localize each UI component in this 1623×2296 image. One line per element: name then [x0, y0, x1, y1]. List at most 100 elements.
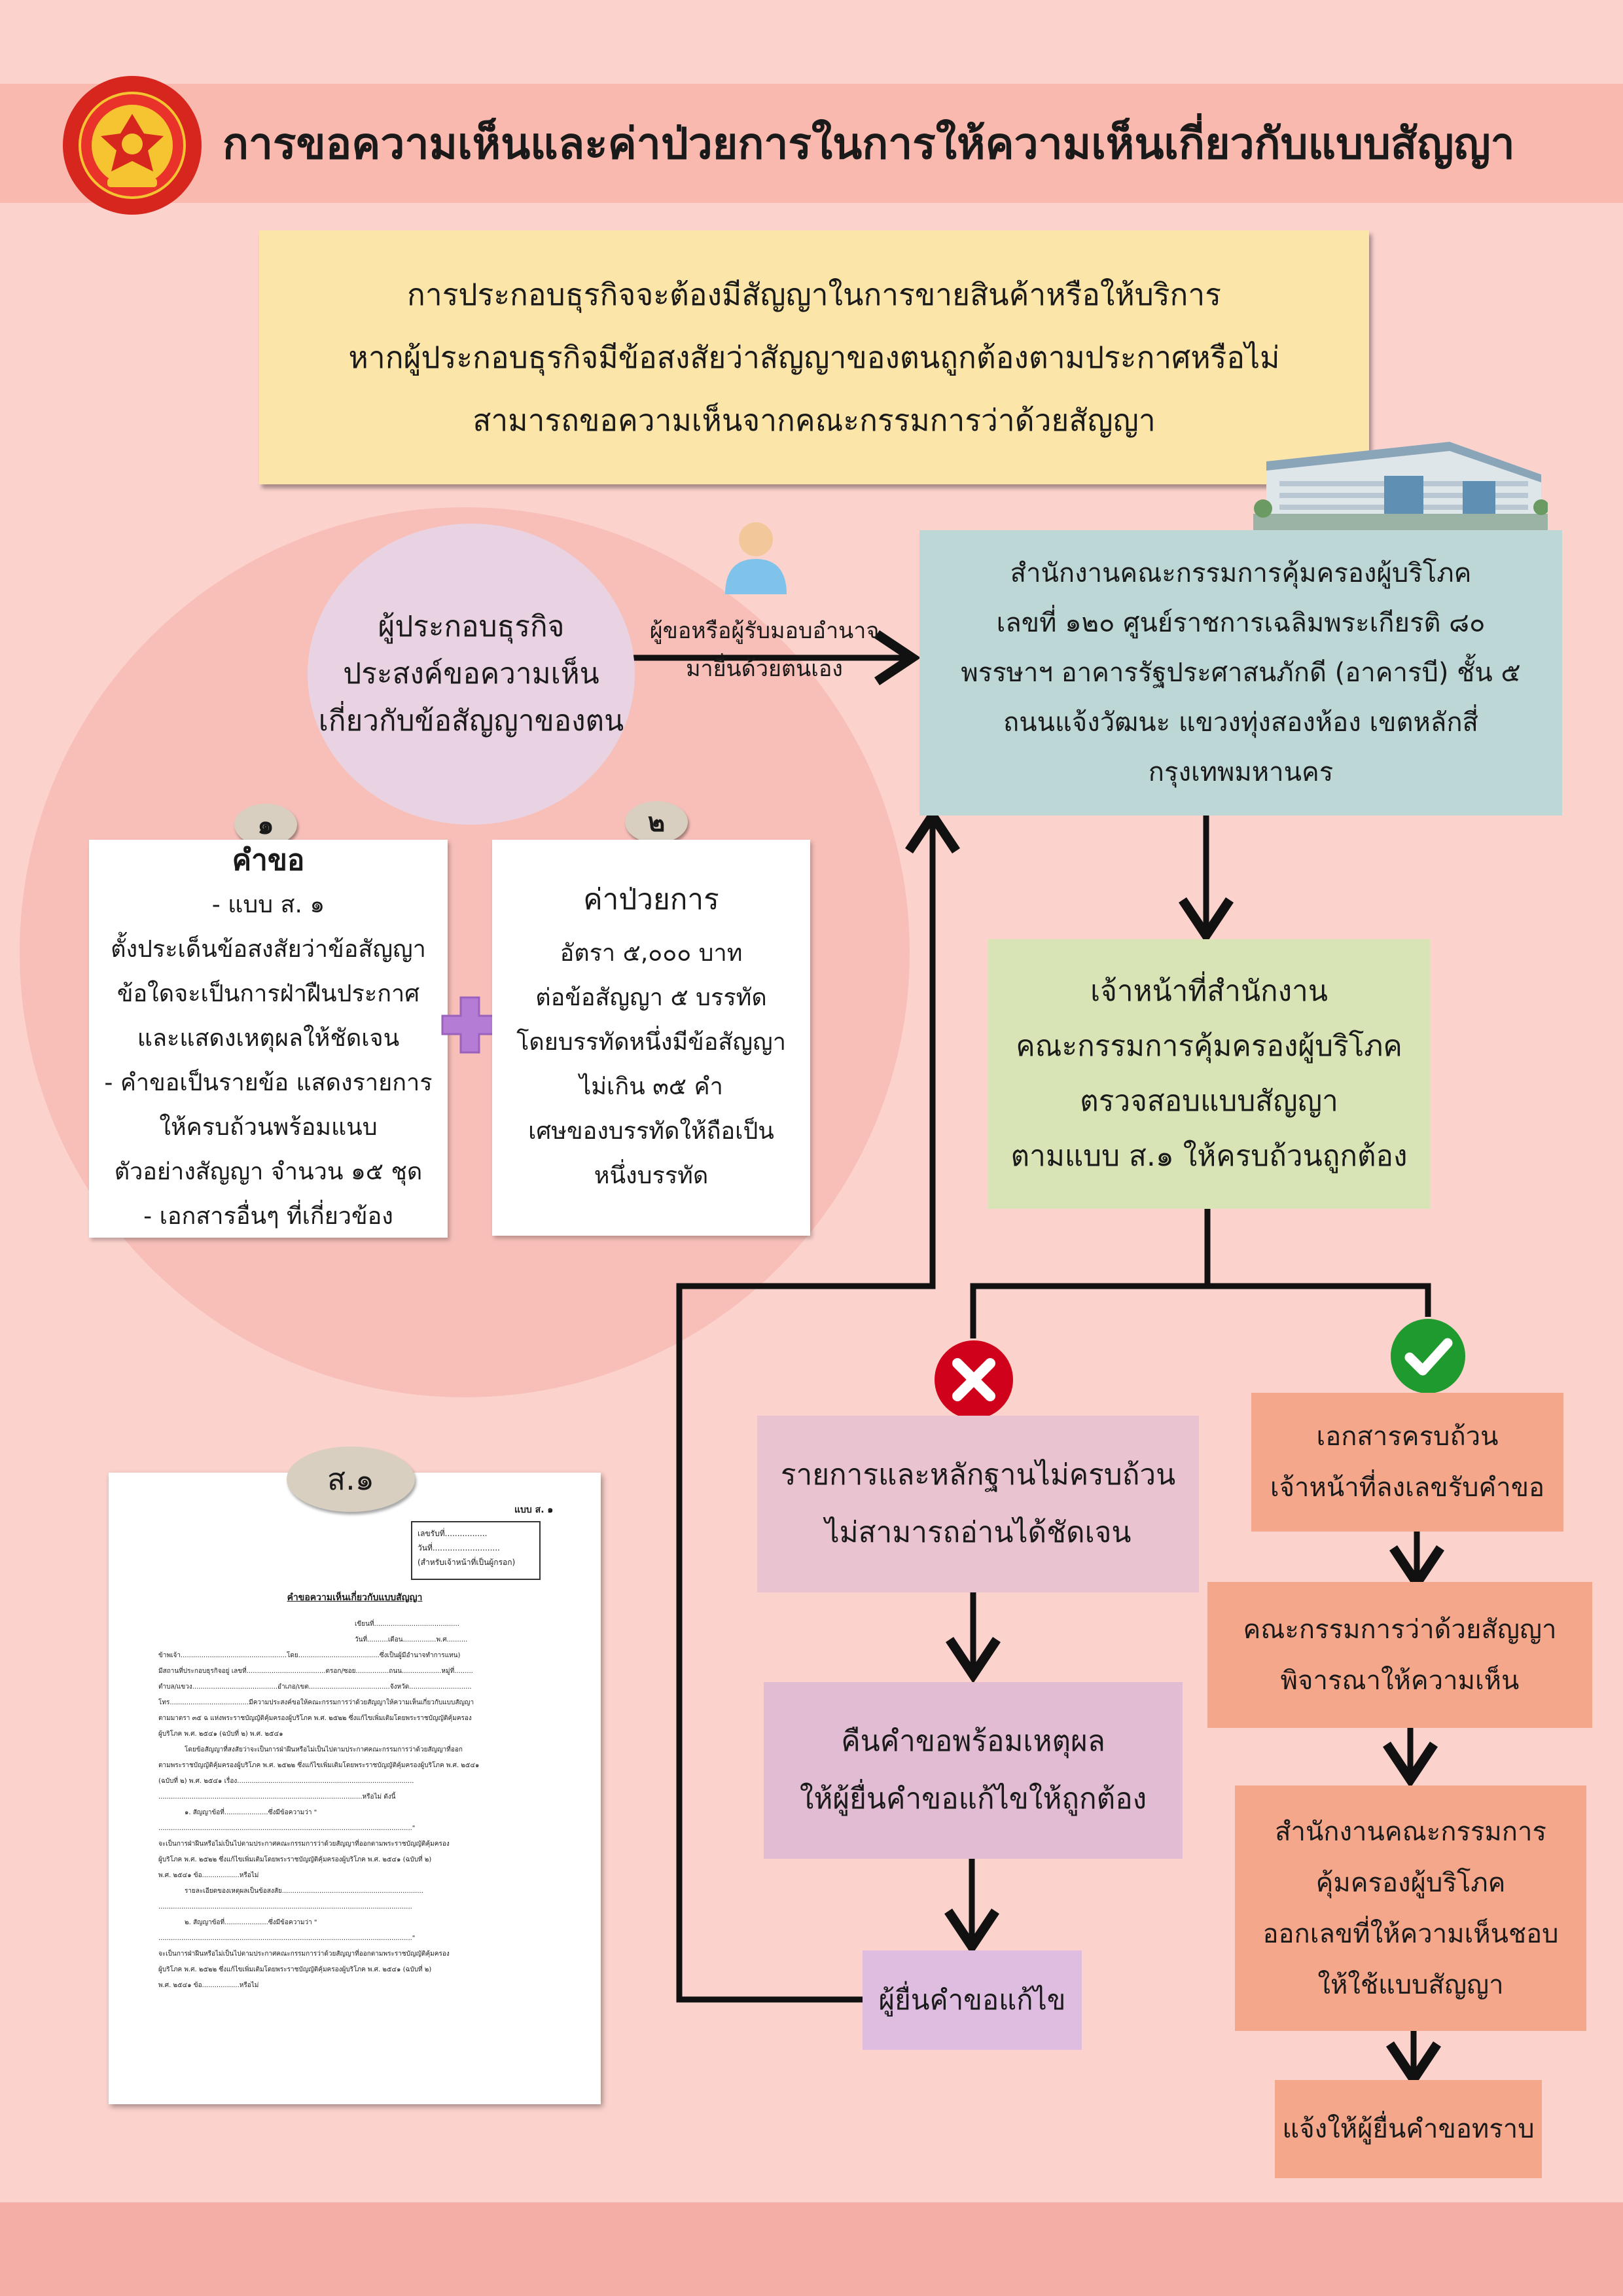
committee-line: พิจารณาให้ความเห็น — [1280, 1665, 1520, 1696]
request-line: - แบบ ส. ๑ — [211, 891, 325, 918]
request-card-title: คำขอ — [232, 844, 305, 877]
fee-badge: ๒ — [625, 801, 688, 843]
request-line: - คำขอเป็นรายข้อ แสดงรายการ — [104, 1069, 433, 1096]
form-line: ผู้บริโภค พ.ศ. ๒๕๒๒ ซึ่งแก้ไขเพิ่มเติมโด… — [158, 1856, 432, 1863]
officer-line: เจ้าหน้าที่สำนักงาน — [1090, 975, 1328, 1008]
person-icon — [720, 517, 792, 596]
fee-line: โดยบรรทัดหนึ่งมีข้อสัญญา — [516, 1028, 786, 1056]
receipt-line: เลขรับที่................. — [418, 1529, 488, 1538]
office-line: กรุงเทพมหานคร — [1148, 757, 1334, 787]
form-line: ตามพระราชบัญญัติคุ้มครองผู้บริโภค พ.ศ. ๒… — [158, 1762, 480, 1769]
split-to-complete-line — [1207, 1283, 1431, 1317]
applicant-fix-box: ผู้ยื่นคำขอแก้ไข — [863, 1950, 1082, 2050]
intro-line: การประกอบธุรกิจจะต้องมีสัญญาในการขายสินค… — [407, 277, 1221, 312]
form-line: พ.ศ. ๒๕๔๑ ข้อ..................หรือไม่ — [158, 1982, 259, 1989]
intro-box: การประกอบธุรกิจจะต้องมีสัญญาในการขายสินค… — [259, 230, 1369, 484]
return-request-box: คืนคำขอพร้อมเหตุผล ให้ผู้ยื่นคำขอแก้ไขให… — [764, 1682, 1183, 1859]
request-line: ตั้งประเด็นข้อสงสัยว่าข้อสัญญา — [111, 936, 426, 963]
committee-line: คณะกรรมการว่าด้วยสัญญา — [1243, 1614, 1557, 1645]
form-body: เขียนที่................................… — [158, 1617, 577, 1994]
form-s1-badge: ส.๑ — [287, 1446, 415, 1512]
government-building-icon — [1253, 435, 1549, 533]
return-line: คืนคำขอพร้อมเหตุผล — [841, 1725, 1105, 1758]
form-line: ตำบล/แขวง...............................… — [158, 1683, 472, 1691]
officer-line: ตรวจสอบแบบสัญญา — [1080, 1085, 1338, 1118]
cross-icon — [933, 1338, 1015, 1421]
incomplete-line: ไม่สามารถอ่านได้ชัดเจน — [825, 1516, 1132, 1549]
form-line: ๒. สัญญาข้อที่.....................ซึ่งม… — [185, 1919, 317, 1926]
form-line: ผู้บริโภค พ.ศ. ๒๕๔๑ (ฉบับที่ ๒) พ.ศ. ๒๕๔… — [158, 1731, 283, 1738]
form-line: ........................................… — [158, 1793, 396, 1801]
form-line: ผู้บริโภค พ.ศ. ๒๕๒๒ ซึ่งแก้ไขเพิ่มเติมโด… — [158, 1966, 432, 1973]
fee-line: เศษของบรรทัดให้ถือเป็น — [528, 1117, 774, 1145]
receipt-line: (สำหรับเจ้าหน้าที่เป็นผู้กรอก) — [418, 1558, 516, 1567]
split-to-incomplete-line — [970, 1209, 1211, 1338]
approval-line: สำนักงานคณะกรรมการ — [1275, 1816, 1546, 1847]
complete-line: เอกสารครบถ้วน — [1316, 1422, 1499, 1452]
plus-icon — [438, 994, 501, 1056]
form-line: วันที่..........เดือน................พ.ศ… — [355, 1636, 468, 1643]
request-line: และแสดงเหตุผลให้ชัดเจน — [137, 1025, 400, 1052]
submit-arrow-line: ผู้ขอหรือผู้รับมอบอำนาจ — [649, 618, 880, 644]
form-line: ........................................… — [158, 1825, 416, 1832]
fee-line: ไม่เกิน ๓๕ คำ — [579, 1073, 723, 1100]
fee-line: ต่อข้อสัญญา ๕ บรรทัด — [535, 984, 767, 1011]
form-line: รายละเอียดของเหตุผลเป็นข้อสงสัย.........… — [185, 1888, 423, 1895]
submit-arrow-label: ผู้ขอหรือผู้รับมอบอำนาจ มายื่นด้วยตนเอง — [633, 612, 895, 688]
business-line: ประสงค์ขอความเห็น — [343, 657, 599, 691]
documents-complete-box: เอกสารครบถ้วน เจ้าหน้าที่ลงเลขรับคำขอ — [1251, 1393, 1563, 1532]
request-card: คำขอ - แบบ ส. ๑ ตั้งประเด็นข้อสงสัยว่าข้… — [89, 840, 448, 1238]
form-line: ........................................… — [158, 1935, 416, 1942]
office-line: สำนักงานคณะกรรมการคุ้มครองผู้บริโภค — [1010, 558, 1472, 588]
fee-card-title: ค่าป่วยการ — [583, 882, 719, 916]
business-line: เกี่ยวกับข้อสัญญาของตน — [318, 704, 624, 738]
officer-review-box: เจ้าหน้าที่สำนักงาน คณะกรรมการคุ้มครองผู… — [988, 939, 1430, 1209]
intro-line: หากผู้ประกอบธุรกิจมีข้อสงสัยว่าสัญญาของต… — [348, 340, 1280, 375]
receipt-line: วันที่........................... — [418, 1543, 500, 1552]
form-line: โดยข้อสัญญาที่สงสัยว่าจะเป็นการฝ่าฝืนหรื… — [185, 1746, 463, 1753]
business-line: ผู้ประกอบธุรกิจ — [378, 610, 565, 643]
fee-card: ค่าป่วยการ อัตรา ๕,๐๐๐ บาท ต่อข้อสัญญา ๕… — [492, 840, 810, 1236]
form-line: ข้าพเจ้า................................… — [158, 1652, 461, 1659]
form-line: พ.ศ. ๒๕๔๑ ข้อ..................หรือไม่ — [158, 1872, 259, 1879]
form-line: ๑. สัญญาข้อที่.....................ซึ่งม… — [185, 1809, 317, 1816]
receipt-box: เลขรับที่................. วันที่.......… — [411, 1521, 541, 1580]
approval-line: ให้ใช้แบบสัญญา — [1317, 1969, 1504, 2000]
request-line: ให้ครบถ้วนพร้อมแนบ — [159, 1114, 378, 1141]
page-title: การขอความเห็นและค่าป่วยการในการให้ความเห… — [223, 118, 1515, 169]
return-line: ให้ผู้ยื่นคำขอแก้ไขให้ถูกต้อง — [799, 1782, 1147, 1816]
check-icon — [1389, 1317, 1467, 1395]
office-address-box: สำนักงานคณะกรรมการคุ้มครองผู้บริโภค เลขท… — [919, 530, 1562, 816]
office-line: เลขที่ ๑๒๐ ศูนย์ราชการเฉลิมพระเกียรติ ๘๐ — [996, 608, 1486, 638]
notify-applicant-box: แจ้งให้ผู้ยื่นคำขอทราบ — [1275, 2080, 1542, 2178]
committee-review-box: คณะกรรมการว่าด้วยสัญญา พิจารณาให้ความเห็… — [1207, 1582, 1592, 1728]
form-line: ตามมาตรา ๓๕ ฉ แห่งพระราชบัญญัติคุ้มครองผ… — [158, 1715, 472, 1722]
incomplete-line: รายการและหลักฐานไม่ครบถ้วน — [780, 1458, 1176, 1492]
approval-line: ออกเลขที่ให้ความเห็นชอบ — [1262, 1918, 1559, 1949]
business-operator-circle: ผู้ประกอบธุรกิจ ประสงค์ขอความเห็น เกี่ยว… — [308, 524, 635, 825]
fee-line: อัตรา ๕,๐๐๐ บาท — [560, 939, 743, 967]
consumer-protection-seal-icon — [60, 73, 204, 217]
header-band — [0, 84, 1623, 203]
request-badge: ๑ — [234, 804, 297, 846]
request-line: ตัวอย่างสัญญา จำนวน ๑๕ ชุด — [114, 1158, 423, 1185]
form-title: คำขอความเห็นเกี่ยวกับแบบสัญญา — [287, 1592, 423, 1603]
office-line: พรรษาฯ อาคารรัฐประศาสนภักดี (อาคารบี) ชั… — [961, 658, 1521, 688]
officer-line: คณะกรรมการคุ้มครองผู้บริโภค — [1016, 1030, 1402, 1063]
form-line: เขียนที่................................… — [355, 1621, 459, 1628]
form-line: โทร.....................................… — [158, 1699, 474, 1706]
form-line: (ฉบับที่ ๒) พ.ศ. ๒๕๔๑ เรื่อง............… — [158, 1778, 414, 1785]
fee-line: หนึ่งบรรทัด — [594, 1162, 709, 1189]
intro-line: สามารถขอความเห็นจากคณะกรรมการว่าด้วยสัญญ… — [473, 403, 1156, 438]
complete-line: เจ้าหน้าที่ลงเลขรับคำขอ — [1270, 1473, 1545, 1503]
form-line: จะเป็นการฝ่าฝืนหรือไม่เป็นไปตามประกาศคณะ… — [158, 1840, 450, 1848]
form-code: แบบ ส. ๑ — [514, 1505, 554, 1515]
request-line: ข้อใดจะเป็นการฝ่าฝืนประกาศ — [116, 980, 420, 1007]
office-line: ถนนแจ้งวัฒนะ แขวงทุ่งสองห้อง เขตหลักสี่ — [1003, 708, 1478, 738]
approval-number-box: สำนักงานคณะกรรมการ คุ้มครองผู้บริโภค ออก… — [1235, 1785, 1586, 2031]
approval-line: คุ้มครองผู้บริโภค — [1315, 1867, 1506, 1898]
form-s1-document: แบบ ส. ๑ เลขรับที่................. วันท… — [109, 1473, 601, 2104]
incomplete-documents-box: รายการและหลักฐานไม่ครบถ้วน ไม่สามารถอ่าน… — [757, 1416, 1199, 1592]
form-line: มีสถานที่ประกอบธุรกิจอยู่ เลขที่........… — [158, 1668, 473, 1675]
